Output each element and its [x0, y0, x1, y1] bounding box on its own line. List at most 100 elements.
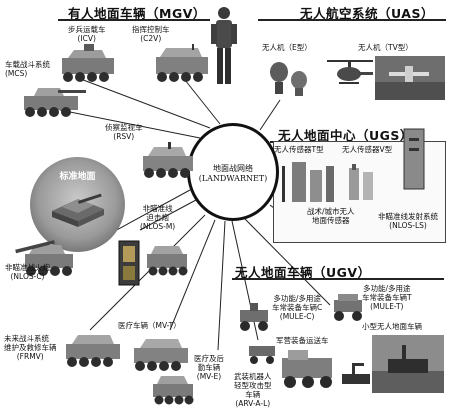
label-mcs-name: 车载战斗系统 — [5, 60, 50, 69]
standard-vehicle-title: 标准地面 — [59, 172, 96, 182]
label-icv: 步兵运载车 (ICV) — [68, 25, 106, 43]
label-urban-sensor: 战术/城市无人 地面传感器 — [307, 207, 355, 225]
label-sensor-t: 无人传感器T型 — [274, 145, 324, 154]
soldier-figure-icon — [211, 7, 237, 84]
label-mule-c-name2: 车常装备车辆C — [272, 303, 323, 312]
heading-ugs: 无人地面中心（UGS） — [278, 128, 413, 143]
label-small-ugv: 小型无人地面车辆 — [362, 322, 422, 331]
label-nlos-ls: 非瞄准线发射系统 (NLOS-LS) — [378, 212, 438, 230]
heading-ugv: 无人地面车辆（UGV） — [235, 265, 371, 280]
label-frmv-name2: 维护及救修车辆 — [4, 343, 57, 352]
label-rsv-name: 侦察监视车 — [105, 123, 143, 132]
label-nlos-ls-code: (NLOS-LS) — [389, 221, 427, 230]
label-c2v: 指挥控制车 (C2V) — [132, 25, 170, 43]
heading-mgv: 有人地面车辆（MGV） — [68, 6, 206, 21]
sensor-v-icon — [349, 164, 373, 200]
label-mvt: 医疗车辆（MV-T） — [118, 321, 181, 330]
label-icv-name: 步兵运载车 — [68, 25, 106, 34]
soldier-transport-vehicle-icon — [282, 350, 332, 388]
standard-vehicle-icon — [52, 193, 104, 227]
label-mule-t-name2: 车常装备车辆T — [362, 293, 412, 302]
label-nlos-c: 非瞄准战火炮 (NLOS-C) — [5, 263, 50, 281]
label-nlos-c-name: 非瞄准战火炮 — [5, 263, 50, 272]
rsv-vehicle-icon — [143, 142, 193, 178]
c2v-vehicle-icon — [156, 44, 208, 82]
label-mcs: 车载战斗系统 (MCS) — [5, 60, 50, 78]
link-icv — [77, 77, 211, 129]
mcs-vehicle-icon — [24, 88, 86, 117]
label-nlos-m-name1: 非瞄准线 — [142, 204, 173, 213]
label-mule-t-name1: 多功能/多用途 — [363, 284, 411, 293]
link-mve — [217, 220, 226, 351]
mve-vehicle-icon — [153, 376, 194, 405]
nlos-ls-launcher-icon — [403, 128, 425, 190]
link-mvt — [169, 219, 216, 331]
link-mcs — [59, 109, 201, 139]
frmv-vehicle-icon — [66, 335, 120, 367]
label-arv-name2: 轻型攻击型 — [234, 381, 272, 390]
label-urban-sensor-name2: 地面传感器 — [312, 216, 350, 225]
uav-class-tv-photo — [375, 56, 445, 100]
label-mule-c-code: (MULE-C) — [279, 312, 315, 321]
hub-label-line1: 地面战网络 — [213, 164, 253, 173]
label-mcs-code: (MCS) — [5, 69, 28, 78]
label-icv-code: (ICV) — [77, 34, 96, 43]
mvt-vehicle-icon — [134, 339, 188, 371]
label-nlos-m: 非瞄准线 迫击炮 (NLOS-M) — [140, 204, 175, 231]
mule-t-vehicle-icon — [334, 294, 362, 321]
link-uas — [259, 99, 281, 131]
label-nlos-c-code: (NLOS-C) — [10, 272, 45, 281]
sensor-t-icon — [282, 162, 334, 202]
label-uav-class-tv: 无人机（TV型） — [358, 43, 413, 52]
link-c2v — [184, 79, 221, 125]
label-frmv-code: (FRMV) — [16, 352, 44, 361]
label-mule-t-code: (MULE-T) — [370, 302, 404, 311]
hub-label-line2: (LANDWARNET) — [198, 174, 268, 183]
small-ugv-robot-icon — [342, 363, 370, 384]
label-mve-code: (MV-E) — [196, 372, 222, 381]
standard-vehicle-badge: 标准地面 — [30, 157, 125, 252]
link-nlos-m — [139, 199, 197, 231]
label-frmv-name1: 未来战斗系统 — [4, 334, 49, 343]
label-mve-name1: 医疗及后 — [194, 354, 224, 363]
label-soldier-transport: 军营装备运送车 — [276, 336, 329, 345]
label-nlos-ls-name: 非瞄准线发射系统 — [378, 212, 438, 221]
uav-class-e-icon — [270, 62, 307, 96]
soldier-transport-icon — [249, 346, 275, 364]
link-frmv — [89, 214, 206, 331]
mule-c-vehicle-icon — [240, 303, 268, 331]
link-ugv — [244, 218, 331, 306]
label-frmv: 未来战斗系统 维护及救修车辆 (FRMV) — [4, 334, 57, 361]
label-c2v-name: 指挥控制车 — [132, 25, 170, 34]
uav-helicopter-icon — [327, 60, 373, 84]
label-arv-name1: 武装机器人 — [234, 372, 272, 381]
label-c2v-code: (C2V) — [140, 34, 162, 43]
heading-mgv-underline — [58, 19, 210, 21]
nlos-c-vehicle-icon — [15, 240, 73, 276]
label-mve: 医疗及后 勤车辆 (MV-E) — [194, 354, 224, 381]
heading-uas-underline — [258, 19, 446, 21]
label-mule-c-name1: 多功能/多用途 — [273, 294, 321, 303]
label-rsv-code: (RSV) — [113, 132, 135, 141]
nlos-m-emblem-icon — [118, 240, 140, 286]
hub-label: 地面战网络 (LANDWARNET) — [190, 164, 276, 184]
small-ugv-photo — [372, 335, 444, 393]
label-uav-class-e: 无人机（E型） — [262, 43, 312, 52]
label-nlos-m-code: (NLOS-M) — [140, 222, 176, 231]
nlos-m-vehicle-icon — [147, 246, 188, 276]
label-rsv: 侦察监视车 (RSV) — [105, 123, 143, 141]
label-mule-t: 多功能/多用途 车常装备车辆T (MULE-T) — [362, 284, 412, 311]
label-arv: 武装机器人 轻型攻击型 车辆 (ARV-A-L) — [234, 372, 272, 408]
label-mve-name2: 勤车辆 — [197, 363, 221, 372]
label-mule-c: 多功能/多用途 车常装备车辆C (MULE-C) — [272, 294, 322, 321]
label-nlos-m-name2: 迫击炮 — [146, 213, 169, 222]
heading-uas: 无人航空系统（UAS） — [300, 6, 434, 21]
label-urban-sensor-name1: 战术/城市无人 — [307, 207, 355, 216]
landwarnet-hub: 地面战网络 (LANDWARNET) — [187, 123, 279, 221]
label-arv-code: (ARV-A-L) — [235, 399, 271, 408]
label-sensor-v: 无人传感器V型 — [342, 145, 393, 154]
icv-vehicle-icon — [62, 44, 114, 82]
label-arv-name3: 车辆 — [245, 390, 261, 399]
heading-ugv-underline — [232, 278, 444, 280]
